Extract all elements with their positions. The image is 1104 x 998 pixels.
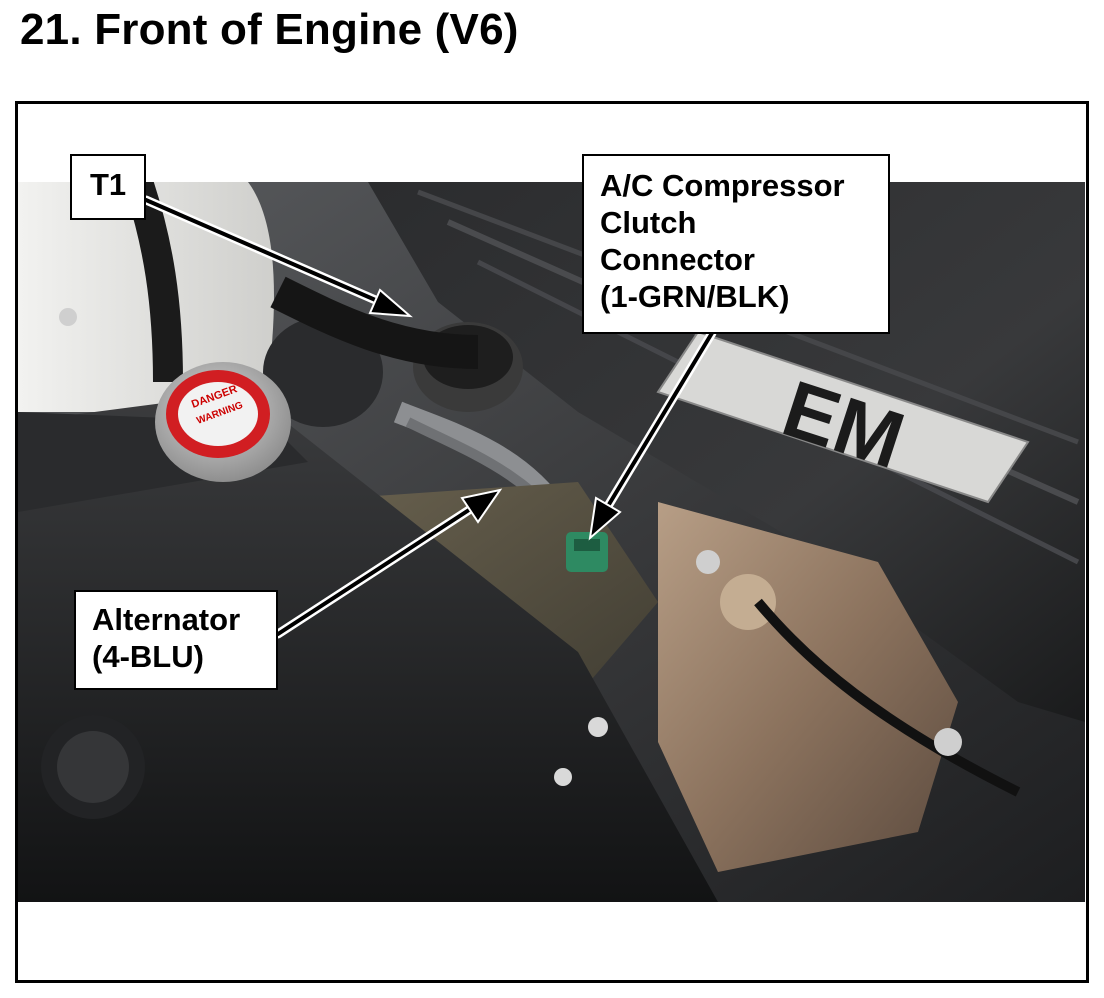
callout-ac-line-3: Connector — [600, 242, 755, 277]
page-title: 21. Front of Engine (V6) — [20, 5, 519, 54]
callout-ac-compressor-clutch-connector: A/C Compressor Clutch Connector (1-GRN/B… — [582, 154, 890, 334]
callout-alternator-line-2: (4-BLU) — [92, 639, 204, 674]
callout-ac-line-2: Clutch — [600, 205, 697, 240]
callout-ac-line-4: (1-GRN/BLK) — [600, 279, 790, 314]
callout-ac-line-1: A/C Compressor — [600, 168, 845, 203]
callout-t1: T1 — [70, 154, 146, 220]
engine-bay-photo: EM DANGER WARNING — [18, 182, 1085, 902]
callout-alternator: Alternator (4-BLU) — [74, 590, 278, 690]
callout-t1-label: T1 — [90, 167, 127, 202]
callout-alternator-line-1: Alternator — [92, 602, 241, 637]
